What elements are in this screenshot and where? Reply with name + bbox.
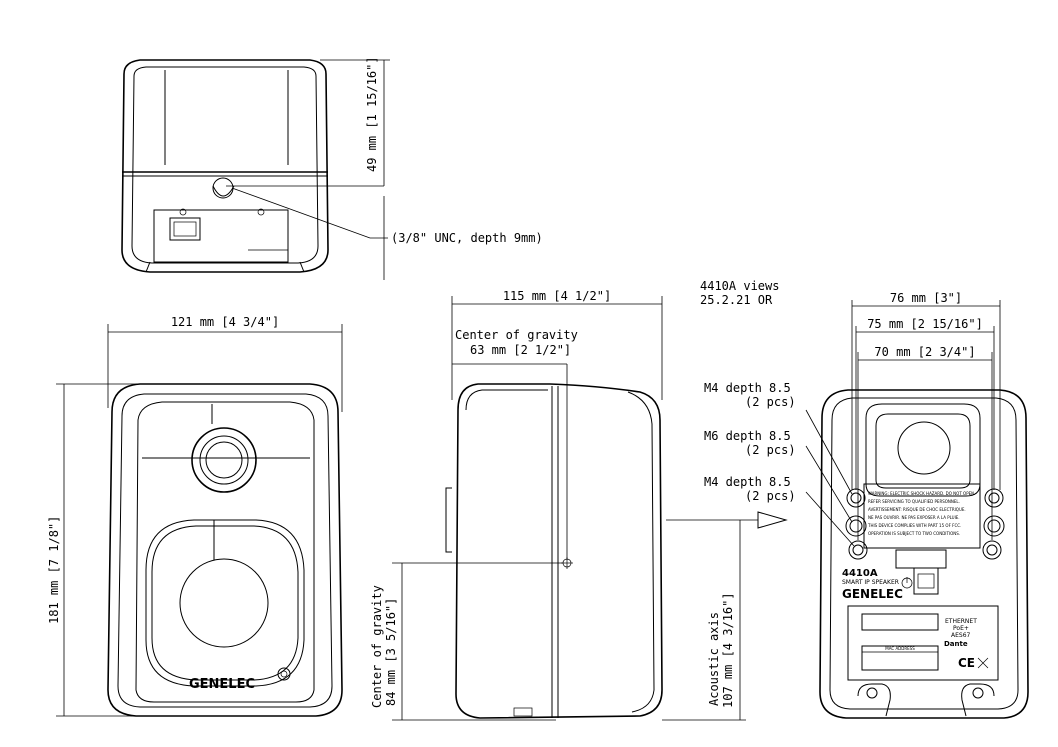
ce-mark: CE	[958, 656, 975, 670]
front-view: GENELEC 121 mm [4 3/4"] 181 mm [7 1/8"]	[47, 315, 343, 717]
port-label-ethernet: ETHERNET	[945, 618, 977, 625]
rear-dimension-75: 75 mm [2 15/16"]	[867, 317, 983, 331]
front-brand-logo: GENELEC	[189, 677, 255, 692]
hole-callout-3-count: (2 pcs)	[745, 489, 796, 503]
warning-text-5: THIS DEVICE COMPLIES WITH PART 15 OF FCC…	[867, 523, 961, 528]
cog-vertical-title: Center of gravity	[370, 585, 384, 708]
cog-horizontal-title: Center of gravity	[455, 328, 578, 342]
rear-dimension-70: 70 mm [2 3/4"]	[874, 345, 975, 359]
mounting-holes	[845, 488, 1005, 560]
drawing-title-block: 4410A views 25.2.21 OR	[700, 279, 779, 307]
warning-text-4: NE PAS OUVRIR. NE PAS EXPOSER A LA PLUIE…	[868, 515, 960, 520]
rear-model-subtitle: SMART IP SPEAKER	[842, 579, 899, 586]
cog-horizontal-value: 63 mm [2 1/2"]	[470, 343, 571, 357]
side-view: 115 mm [4 1/2"] Center of gravity 63 mm …	[370, 289, 788, 721]
front-height-dimension: 181 mm [7 1/8"]	[47, 516, 61, 624]
warning-text-6: OPERATION IS SUBJECT TO TWO CONDITIONS.	[868, 531, 960, 536]
side-depth-dimension: 115 mm [4 1/2"]	[503, 289, 611, 303]
rear-model: 4410A	[842, 568, 878, 579]
rear-dimension-76: 76 mm [3"]	[890, 291, 962, 305]
hole-callout-2-count: (2 pcs)	[745, 443, 796, 457]
front-width-dimension: 121 mm [4 3/4"]	[171, 315, 279, 329]
port-label-aes67: AES67	[951, 632, 971, 639]
rear-brand-logo: GENELEC	[842, 587, 903, 601]
mac-address-label: MAC ADDRESS	[885, 646, 915, 651]
warning-text-1: WARNING: ELECTRIC SHOCK HAZARD. DO NOT O…	[868, 491, 975, 496]
warning-text-3: AVERTISSEMENT: RISQUE DE CHOC ELECTRIQUE…	[868, 507, 966, 512]
dante-logo: Dante	[944, 640, 968, 648]
port-label-poe: PoE+	[953, 625, 969, 632]
hole-callout-3-spec: M4 depth 8.5	[704, 475, 791, 489]
top-view: 49 mm [1 15/16"] (3/8" UNC, depth 9mm)	[121, 56, 543, 280]
top-height-dimension: 49 mm [1 15/16"]	[365, 56, 379, 172]
hole-callout-1-count: (2 pcs)	[745, 395, 796, 409]
acoustic-axis-value: 107 mm [4 3/16"]	[721, 592, 735, 708]
rear-view: WARNING: ELECTRIC SHOCK HAZARD. DO NOT O…	[704, 291, 1029, 719]
hole-callout-1-spec: M4 depth 8.5	[704, 381, 791, 395]
acoustic-axis-title: Acoustic axis	[707, 612, 721, 706]
cog-vertical-value: 84 mm [3 5/16"]	[384, 598, 398, 706]
hole-callout-2-spec: M6 depth 8.5	[704, 429, 791, 443]
drawing-title: 4410A views	[700, 279, 779, 293]
drawing-date: 25.2.21 OR	[700, 293, 773, 307]
thread-note: (3/8" UNC, depth 9mm)	[391, 231, 543, 245]
warning-text-2: REFER SERVICING TO QUALIFIED PERSONNEL.	[868, 499, 960, 504]
